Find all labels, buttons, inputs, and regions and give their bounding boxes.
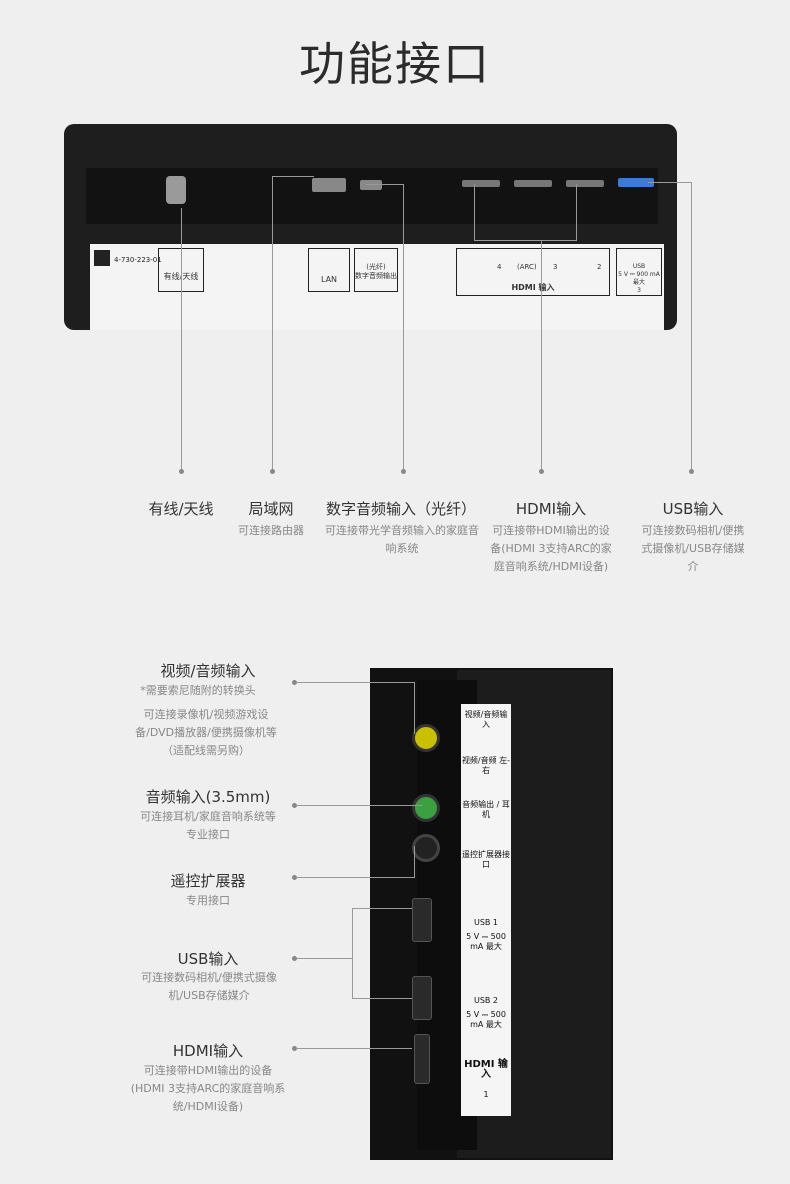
feature-desc-hdmi: 可连接带HDMI输出的设备(HDMI 3支持ARC的家庭音响系统/HDMI设备) — [490, 524, 612, 573]
callout-line-lan-h — [272, 176, 314, 177]
side-desc-ir: 专用接口 — [186, 894, 230, 907]
usb3-port — [618, 178, 654, 187]
usb-label-box: USB 5 V ⎓ 900 mA 最大 3 — [616, 248, 662, 296]
callout-line-usb-side — [296, 958, 352, 959]
side-title-hdmi: HDMI输入 — [172, 1042, 244, 1060]
callout-dot-av — [292, 680, 297, 685]
qr-code-icon — [94, 250, 110, 266]
side-title-usb: USB输入 — [177, 950, 239, 968]
rear-label-sticker: 4-730-223-01 有线/天线 LAN (光纤) 数字音频输出 4 (AR… — [90, 244, 664, 330]
tv-side-panel-image: 视频/音频输入 视频/音频 左-右 音频输出 / 耳机 遥控扩展器接口 USB … — [370, 668, 613, 1160]
callout-dot-antenna — [179, 469, 184, 474]
hdmi2-port — [566, 180, 604, 187]
side-title-audio: 音频输入(3.5mm) — [145, 788, 271, 806]
callout-line-lan — [272, 176, 273, 472]
callout-dot-optical — [401, 469, 406, 474]
feature-title-antenna: 有线/天线 — [148, 500, 214, 518]
callout-line-usb-side-top — [352, 908, 412, 909]
feature-desc-usb: 可连接数码相机/便携式摄像机/USB存储媒介 — [641, 524, 745, 573]
callout-line-hdmi-right — [576, 184, 577, 240]
optical-port — [360, 180, 382, 190]
side-panel: 视频/音频输入 视频/音频 左-右 音频输出 / 耳机 遥控扩展器接口 USB … — [417, 670, 611, 1158]
usb2-port — [412, 976, 432, 1020]
callout-line-ir — [296, 877, 414, 878]
antenna-port — [166, 176, 186, 204]
side-title-av: 视频/音频输入 — [160, 662, 256, 680]
callout-dot-hdmi-side — [292, 1046, 297, 1051]
hdmi1-port — [414, 1034, 430, 1084]
callout-line-av-v — [414, 682, 415, 734]
callout-line-optical — [403, 184, 404, 472]
feature-title-optical: 数字音频输入（光纤） — [325, 500, 476, 518]
side-desc-audio: 可连接耳机/家庭音响系统等专业接口 — [140, 810, 276, 841]
model-code: 4-730-223-01 — [114, 256, 162, 264]
side-title-ir: 遥控扩展器 — [170, 872, 246, 890]
callout-line-hdmi — [541, 240, 542, 472]
port-strip — [86, 168, 658, 224]
callout-dot-lan — [270, 469, 275, 474]
callout-line-hdmi-side — [296, 1048, 412, 1049]
callout-line-audio — [296, 805, 422, 806]
callout-line-av — [296, 682, 414, 683]
hdmi3-port — [514, 180, 552, 187]
callout-line-hdmi-left — [474, 184, 475, 240]
feature-title-lan: 局域网 — [248, 500, 294, 518]
feature-desc-lan: 可连接路由器 — [238, 524, 304, 537]
callout-dot-hdmi — [539, 469, 544, 474]
callout-line-antenna — [181, 208, 182, 472]
feature-title-usb: USB输入 — [662, 500, 724, 518]
av-jack — [412, 724, 440, 752]
callout-line-usb-side-v — [352, 908, 353, 998]
side-note-av: *需要索尼随附的转换头 — [140, 684, 256, 697]
callout-dot-usb-side — [292, 956, 297, 961]
side-desc-hdmi: 可连接带HDMI输出的设备(HDMI 3支持ARC的家庭音响系统/HDMI设备) — [130, 1064, 286, 1113]
feature-desc-optical: 可连接带光学音频输入的家庭音响系统 — [325, 524, 479, 555]
lan-port — [312, 178, 346, 192]
side-desc-usb: 可连接数码相机/便携式摄像机/USB存储媒介 — [141, 971, 277, 1002]
callout-line-optical-h — [366, 184, 403, 185]
callout-line-ir-v — [414, 846, 415, 878]
callout-dot-ir — [292, 875, 297, 880]
tv-rear-panel-image: 4-730-223-01 有线/天线 LAN (光纤) 数字音频输出 4 (AR… — [64, 124, 677, 330]
callout-dot-usb — [689, 469, 694, 474]
callout-line-usb — [691, 182, 692, 472]
callout-dot-audio — [292, 803, 297, 808]
optical-label: (光纤) 数字音频输出 — [354, 248, 398, 292]
ir-jack — [412, 834, 440, 862]
page-title: 功能接口 — [299, 37, 491, 91]
side-desc-av: 可连接录像机/视频游戏设备/DVD播放器/便携摄像机等（适配线需另购） — [135, 708, 277, 757]
hdmi-label-box: 4 (ARC) 3 2 HDMI 输入 — [456, 248, 610, 296]
feature-title-hdmi: HDMI输入 — [515, 500, 587, 518]
side-label-sticker: 视频/音频输入 视频/音频 左-右 音频输出 / 耳机 遥控扩展器接口 USB … — [461, 704, 511, 1116]
callout-line-hdmi-h — [474, 240, 577, 241]
usb1-port — [412, 898, 432, 942]
lan-label: LAN — [308, 248, 350, 292]
callout-line-usb-side-bottom — [352, 998, 412, 999]
audio-jack — [412, 794, 440, 822]
hdmi4-port — [462, 180, 500, 187]
callout-line-usb-h — [648, 182, 691, 183]
